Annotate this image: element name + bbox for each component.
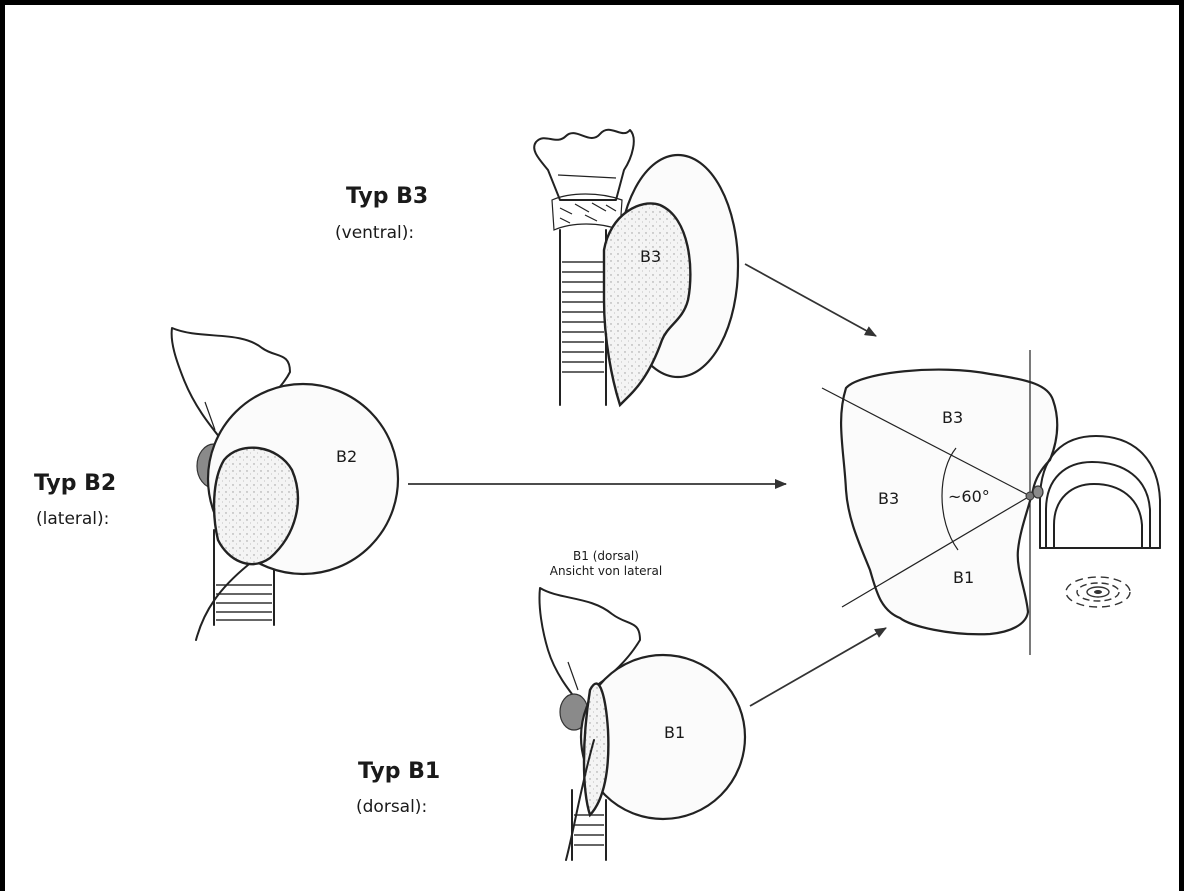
section-label-b3-top: B3 [942,408,963,427]
angle-label: ~60° [948,487,990,506]
typ-b3-title: Typ B3 [346,184,428,209]
b1-dorsal-illustration: B1 [539,588,745,860]
cross-section-diagram: B3 B3 B1 ~60° [822,350,1160,655]
trachea-side-point [1033,486,1043,498]
b3-trachea [560,230,606,405]
b3-gland-label: B3 [640,247,661,266]
typ-b3-subtitle: (ventral): [335,223,414,243]
esophagus-rings [1066,577,1130,607]
typ-b2-subtitle: (lateral): [36,509,109,529]
arrow-b1-to-section [750,628,886,706]
b2-gland-label: B2 [336,447,357,466]
arrow-b3-to-section [745,264,876,336]
typ-b1-subtitle: (dorsal): [356,797,427,817]
typ-b1-title: Typ B1 [358,759,440,784]
b2-lateral-illustration: B2 [172,328,398,640]
typ-b2-title: Typ B2 [34,471,116,496]
b1-gland-label: B1 [664,723,685,742]
b1-view-caption-line2: Ansicht von lateral [550,564,662,578]
b3-ventral-illustration: B3 [534,130,738,405]
b1-view-caption-line1: B1 (dorsal) [573,549,639,563]
section-label-b1: B1 [953,568,974,587]
section-label-b3-left: B3 [878,489,899,508]
